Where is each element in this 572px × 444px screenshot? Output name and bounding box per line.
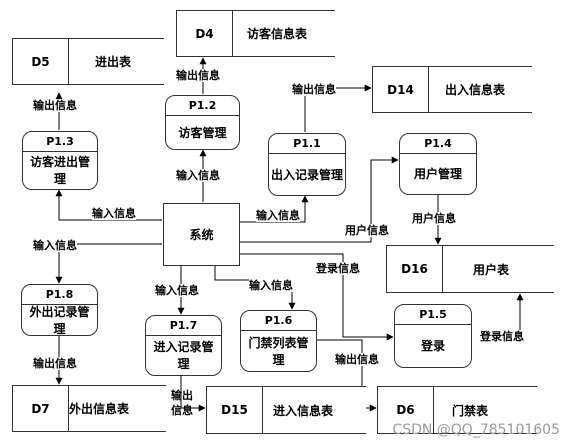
- process-p14: P1.4 用户管理: [399, 133, 477, 195]
- store-d16-id: D16: [387, 246, 443, 292]
- store-d6: D6 门禁表: [377, 386, 537, 434]
- store-d4: D4 访客信息表: [176, 10, 335, 57]
- process-p18: P1.8 外出记录管理: [21, 284, 98, 336]
- process-p16: P1.6 门禁列表管理: [240, 310, 317, 372]
- store-d16-name: 用户表: [473, 262, 510, 277]
- flow-label-out-d14: 输出信息: [292, 83, 336, 96]
- process-p12-id: P1.2: [166, 96, 239, 116]
- store-d16: D16 用户表: [386, 245, 554, 293]
- flow-label-in-p17: 输入信息: [155, 284, 199, 297]
- process-p13-name: 访客进出管理: [29, 155, 90, 186]
- process-p18-id: P1.8: [22, 285, 97, 305]
- process-p12-name: 访客管理: [178, 125, 227, 140]
- process-p15-name: 登录: [420, 339, 445, 353]
- store-d5: D5 进出表: [12, 38, 164, 85]
- store-d5-id: D5: [13, 39, 69, 84]
- flow-label-out-d7: 输出信息: [33, 357, 77, 370]
- store-d4-id: D4: [177, 11, 233, 56]
- flow-label-in-p18: 输入信息: [33, 239, 77, 252]
- flow-label-in-p11: 输入信息: [256, 209, 300, 222]
- store-d15-id: D15: [207, 387, 263, 433]
- flow-label-in-p16: 输入信息: [249, 279, 293, 292]
- store-d7-name: 外出信息表: [69, 402, 130, 416]
- process-p13-id: P1.3: [23, 132, 97, 152]
- process-p11-name: 出入记录管理: [271, 167, 344, 182]
- flow-sys-p13: [55, 189, 162, 221]
- store-d15-name: 进入信息表: [273, 403, 334, 418]
- flow-p17-d15: [180, 376, 206, 412]
- process-p14-name: 用户管理: [413, 167, 462, 181]
- flow-label-login-info-p15: 登录信息: [480, 330, 524, 343]
- process-p17-id: P1.7: [146, 316, 221, 336]
- store-d7-id: D7: [13, 386, 69, 431]
- store-d7: D7 外出信息表: [12, 385, 166, 432]
- flow-label-user-info-p14: 用户信息: [412, 212, 456, 225]
- watermark: CSDN @QQ_785101605: [392, 422, 560, 438]
- process-p13: P1.3 访客进出管理: [22, 131, 98, 190]
- process-p15-id: P1.5: [395, 305, 471, 325]
- process-p16-name: 门禁列表管理: [248, 335, 309, 367]
- store-d6-name: 门禁表: [452, 403, 489, 418]
- flow-sys-p14: [240, 156, 399, 243]
- flow-label-in-p12: 输入信息: [176, 169, 220, 182]
- process-p11-id: P1.1: [269, 134, 345, 154]
- entity-system: 系统: [163, 203, 240, 266]
- flow-label-out-d15: 输出信息: [171, 389, 193, 417]
- flow-sys-p15: [240, 253, 394, 341]
- flow-label-in-p13: 输入信息: [92, 207, 136, 220]
- process-p15: P1.5 登录: [394, 304, 472, 368]
- process-p12: P1.2 访客管理: [165, 95, 240, 150]
- process-p17: P1.7 进入记录管理: [145, 315, 222, 376]
- store-d4-name: 访客信息表: [247, 27, 308, 41]
- process-p14-id: P1.4: [400, 134, 476, 154]
- flow-label-out-d5: 输出信息: [33, 99, 77, 112]
- process-p17-name: 进入记录管理: [153, 340, 214, 371]
- flow-sys-p11: [240, 195, 309, 223]
- store-d14-name: 出入信息表: [445, 83, 506, 97]
- store-d5-name: 进出表: [95, 55, 132, 69]
- flow-label-login-info: 登录信息: [316, 262, 360, 275]
- process-p16-id: P1.6: [241, 311, 316, 331]
- flow-label-out-d6: 输出信息: [335, 353, 379, 366]
- store-d14: D14 出入信息表: [372, 66, 532, 113]
- store-d14-id: D14: [373, 67, 429, 112]
- flow-label-out-d4: 输出信息: [176, 69, 220, 82]
- store-d15: D15 进入信息表: [206, 386, 366, 434]
- flow-label-user-info-sys: 用户信息: [345, 224, 389, 237]
- process-p11: P1.1 出入记录管理: [268, 133, 346, 196]
- process-p18-name: 外出记录管理: [29, 304, 90, 336]
- store-d6-id: D6: [378, 387, 434, 433]
- flow-p16-d6: [317, 339, 377, 412]
